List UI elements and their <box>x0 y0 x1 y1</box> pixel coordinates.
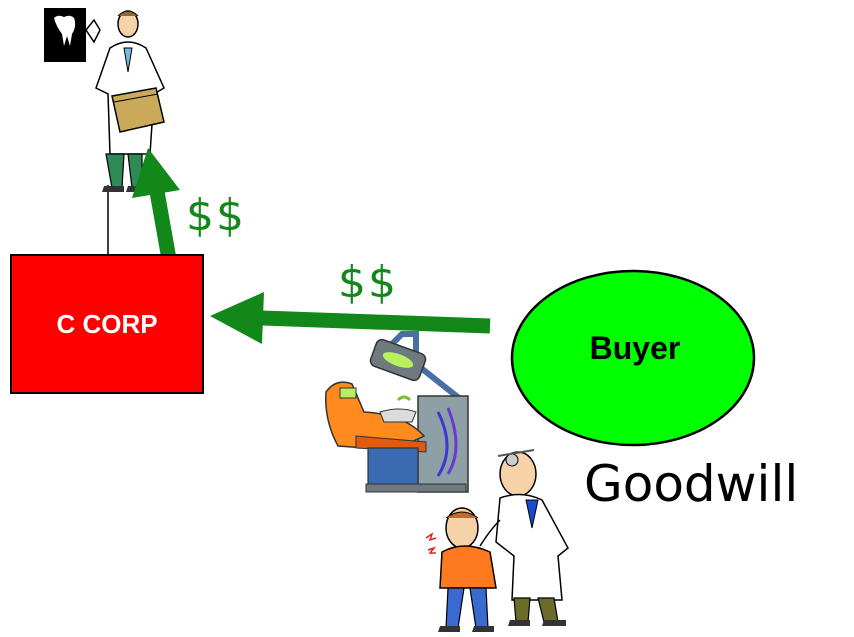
money-label-from-buyer: $$ <box>338 257 398 308</box>
c-corp-label: C CORP <box>56 308 158 339</box>
dentist-patient-icon <box>425 449 569 632</box>
goodwill-label: Goodwill <box>584 455 799 513</box>
c-corp-box: C CORP <box>10 254 204 394</box>
buyer-label: Buyer <box>589 330 681 366</box>
dentist-xray-icon <box>44 8 165 192</box>
buyer-ellipse <box>510 269 756 447</box>
tooth-icon <box>54 15 76 46</box>
dental-chair-icon <box>325 331 469 493</box>
money-label-to-owner: $$ <box>186 190 246 241</box>
arrow-buyer-to-corp <box>210 292 491 344</box>
